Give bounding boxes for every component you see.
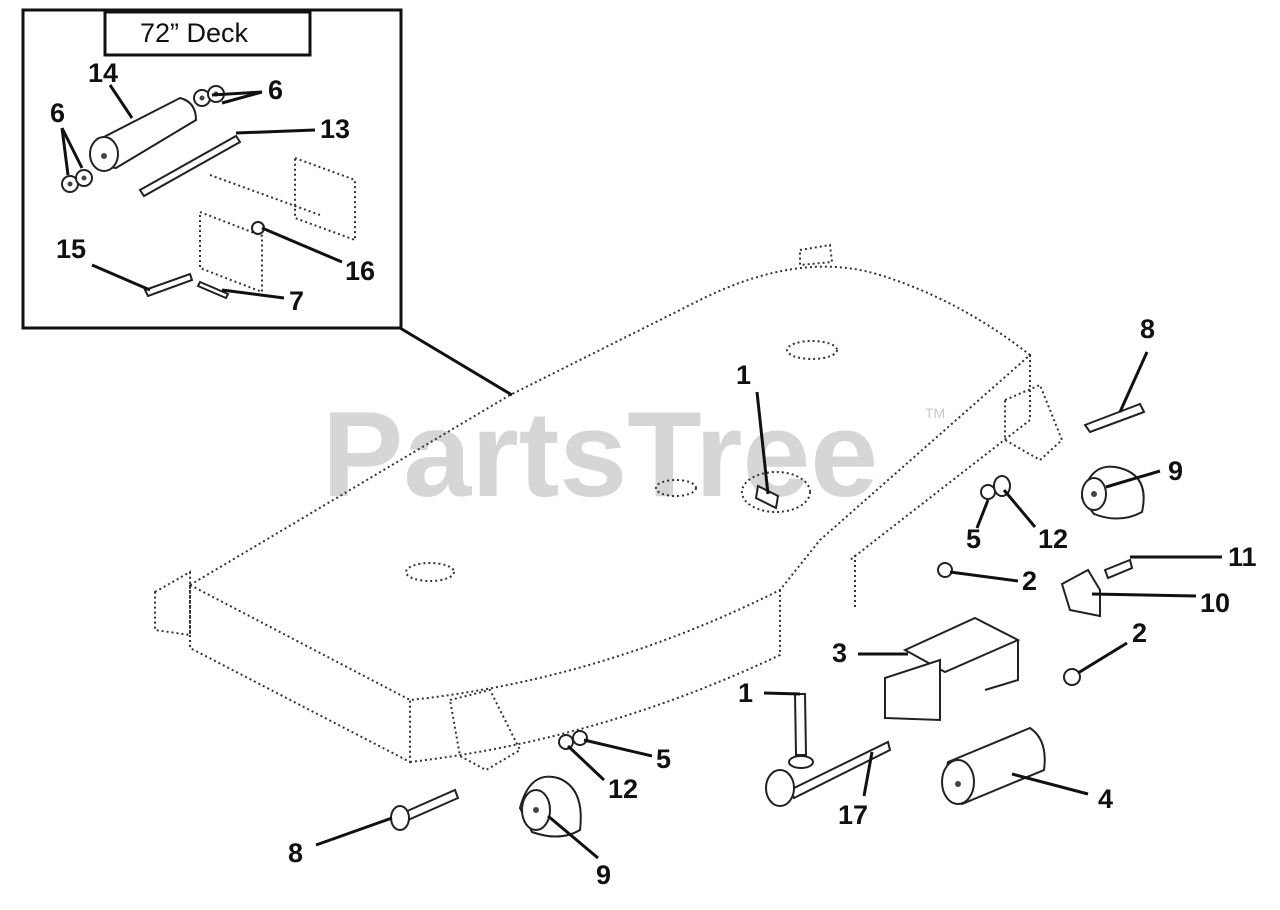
callout-labels: 6 14 6 13 15 16 7 1 8 9 5 12 11 2 10 3 2… bbox=[50, 58, 1257, 890]
callout-1-bottom: 1 bbox=[738, 678, 753, 708]
callout-14: 14 bbox=[88, 58, 118, 88]
bolt-part-8-right bbox=[1083, 402, 1146, 434]
callout-17: 17 bbox=[838, 800, 868, 830]
callout-9-right: 9 bbox=[1168, 456, 1183, 486]
inset-title: 72” Deck bbox=[140, 18, 249, 48]
roller-part-14 bbox=[89, 96, 198, 172]
callout-8-right: 8 bbox=[1140, 314, 1155, 344]
bolt-part-11 bbox=[1103, 558, 1134, 580]
callout-9-left: 9 bbox=[596, 860, 611, 890]
callout-13: 13 bbox=[320, 114, 350, 144]
bracket-part-3 bbox=[884, 616, 1021, 722]
callout-6-left: 6 bbox=[50, 98, 65, 128]
wheel-part-9-left bbox=[518, 775, 582, 838]
callout-6-right: 6 bbox=[268, 75, 283, 105]
caster-arm-left bbox=[448, 688, 522, 772]
washers-part-6-left bbox=[61, 169, 93, 193]
wheel-part-9-right bbox=[1080, 465, 1145, 520]
caster-arm-right bbox=[1004, 383, 1064, 462]
shaft-part-13 bbox=[138, 134, 242, 198]
callout-10: 10 bbox=[1200, 588, 1230, 618]
nut-part-2-top bbox=[937, 562, 953, 578]
bolt-part-1-top bbox=[754, 484, 780, 510]
washer-part-5-right bbox=[980, 484, 996, 500]
deck-inset-panel: 72” Deck bbox=[21, 8, 403, 330]
callout-15: 15 bbox=[56, 234, 86, 264]
bolt-part-1-bottom bbox=[793, 693, 808, 756]
bracket-plate-right bbox=[294, 156, 356, 242]
callout-5-left: 5 bbox=[656, 744, 671, 774]
callout-12-left: 12 bbox=[608, 774, 638, 804]
inset-leader-line bbox=[399, 326, 513, 397]
leader-lines bbox=[60, 84, 1222, 860]
callout-8-left: 8 bbox=[288, 838, 303, 868]
callout-5-right: 5 bbox=[966, 524, 981, 554]
callout-12-right: 12 bbox=[1038, 524, 1068, 554]
bolt-part-15 bbox=[143, 272, 194, 298]
callout-1-top: 1 bbox=[736, 360, 751, 390]
washer-part-5-left bbox=[572, 730, 588, 746]
pin-part-7 bbox=[196, 280, 230, 300]
trademark-mark: TM bbox=[925, 405, 945, 421]
mower-deck-shell bbox=[154, 243, 1032, 764]
callout-2-top: 2 bbox=[1022, 566, 1037, 596]
nut-part-2-bottom bbox=[1063, 668, 1081, 686]
callout-2-bottom: 2 bbox=[1132, 618, 1147, 648]
inset-title-box bbox=[103, 10, 312, 57]
roller-part-4 bbox=[941, 726, 1046, 806]
callout-7: 7 bbox=[289, 286, 304, 316]
callout-3: 3 bbox=[832, 638, 847, 668]
bracket-part-10 bbox=[1060, 568, 1101, 618]
partstree-watermark: PartsTree bbox=[322, 386, 878, 522]
bolt-part-8-left bbox=[390, 788, 460, 831]
callout-11: 11 bbox=[1228, 542, 1257, 572]
callout-16: 16 bbox=[345, 256, 375, 286]
callout-4: 4 bbox=[1098, 784, 1113, 814]
